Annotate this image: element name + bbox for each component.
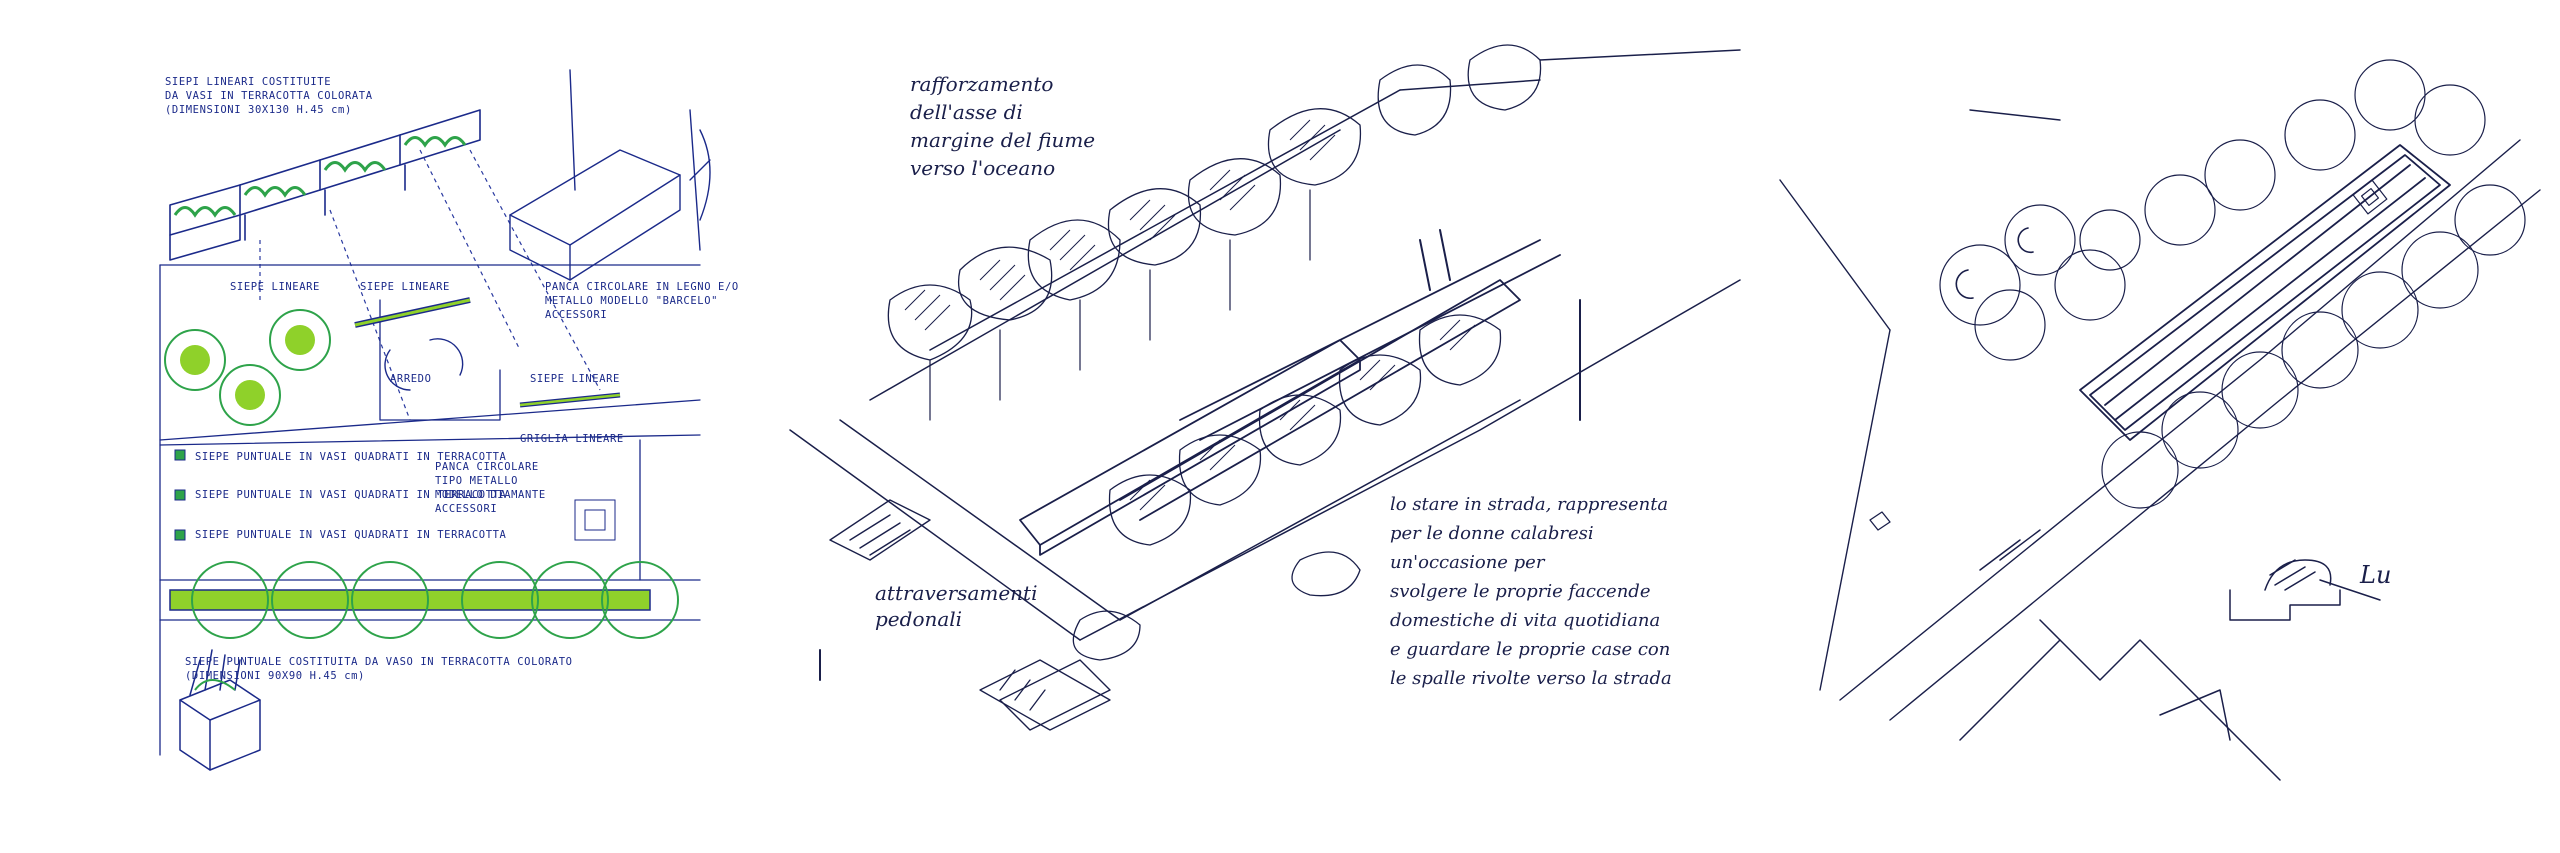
central-piazza [2079,144,2451,441]
bench-sketch [509,69,711,281]
bottom-features [979,551,1361,731]
circular-benches [384,338,464,391]
note-siepe-lineare-2: SIEPE LINEARE [360,281,450,293]
linear-hedges [354,297,621,408]
note-siepi-lineari: SIEPI LINEARI COSTITUITE DA VASI IN TERR… [165,76,373,116]
vertical-posts [819,229,1581,681]
note-siepe-puntuale-2: SIEPE PUNTUALE IN VASI QUADRATI IN TERRA… [195,489,507,501]
planter-greenery [173,136,467,218]
tree-hatching [904,119,1476,511]
bottom-hedge-row [169,561,679,639]
note-arredo: ARREDO [390,373,432,385]
central-platform [1019,239,1561,556]
right-plan-drawing [1779,59,2541,781]
circular-planters [164,309,331,426]
tree-trunk-marks [1955,227,2034,300]
note-siepe-lineare-1: SIEPE LINEARE [230,281,320,293]
bench-and-bush [2229,559,2381,621]
tree-canopies [887,44,1542,546]
signature: Lu [2360,561,2392,589]
note-siepe-puntuale-1: SIEPE PUNTUALE IN VASI QUADRATI IN TERRA… [195,451,507,463]
note-rafforzamento: rafforzamento dell'asse di margine del f… [910,72,1096,180]
note-panca: PANCA CIRCOLARE IN LEGNO E/O METALLO MOD… [545,281,739,321]
left-plan-drawing [159,69,711,771]
tree-circles [1939,59,2526,509]
note-griglia-lineare: GRIGLIA LINEARE [520,433,624,445]
small-marker [1869,511,1891,531]
piazza-square-mark [2352,179,2388,215]
street-lines [789,49,1741,641]
legend-squares [174,449,616,541]
note-siepe-lineare-3: SIEPE LINEARE [530,373,620,385]
note-panca-tipo: PANCA CIRCOLARE TIPO METALLO MODELLO DIA… [435,461,546,515]
note-siepe-puntuale-3: SIEPE PUNTUALE IN VASI QUADRATI IN TERRA… [195,529,507,541]
street-edges [1779,109,2541,721]
middle-sketch-axonometric: rafforzamento dell'asse di margine del f… [780,0,1760,853]
note-siepe-puntuale-vaso: SIEPE PUNTUALE COSTITUITA DA VASO IN TER… [185,656,573,682]
note-stare-in-strada: lo stare in strada, rappresenta per le d… [1390,494,1672,689]
left-sketch-plan: SIEPI LINEARI COSTITUITE DA VASI IN TERR… [0,0,780,853]
tree-trunks [929,189,1311,421]
building-outlines [1959,529,2281,781]
right-sketch-plan: Lu [1760,0,2560,853]
leader-lines [259,149,601,421]
crosswalk [829,499,1111,731]
single-planter [179,649,261,771]
plan-frame [159,264,701,756]
terracotta-planters-row [169,109,481,261]
note-attraversamenti: attraversamenti pedonali [875,581,1038,631]
middle-axonometric-drawing [789,44,1741,731]
